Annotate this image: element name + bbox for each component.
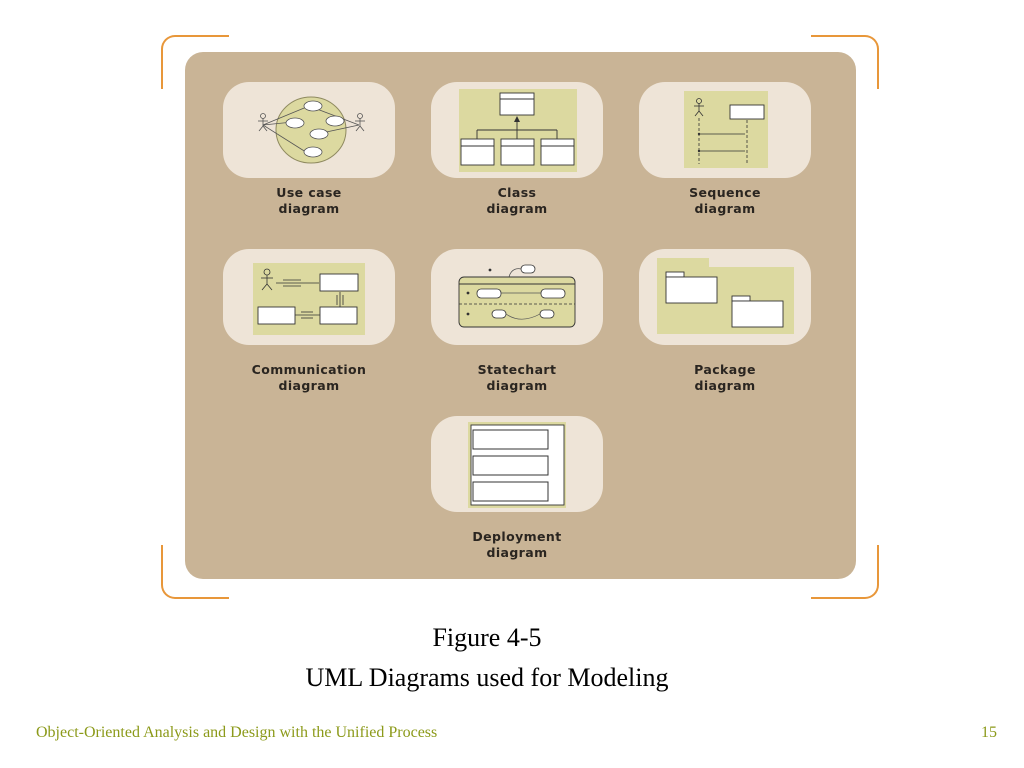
- corner-bracket-top-left: [161, 35, 229, 89]
- corner-bracket-bottom-right: [811, 545, 879, 599]
- footer-course-title: Object-Oriented Analysis and Design with…: [36, 724, 438, 741]
- sequence-diagram-icon: [684, 91, 768, 168]
- corner-bracket-top-right: [811, 35, 879, 89]
- figure-title: UML Diagrams used for Modeling: [305, 663, 669, 692]
- sequence-diagram-tile: [639, 82, 811, 178]
- page-number: 15: [981, 724, 997, 741]
- communication-diagram-icon: [253, 263, 365, 335]
- figure-number: Figure 4-5: [432, 623, 542, 652]
- class-diagram-icon: [459, 89, 577, 172]
- deployment-diagram-icon: [468, 422, 566, 508]
- package-diagram-icon: [657, 258, 794, 334]
- corner-bracket-bottom-left: [161, 545, 229, 599]
- use-case-diagram-tile: [223, 82, 395, 178]
- deployment-diagram-tile: [431, 416, 603, 512]
- package-diagram-tile: [639, 249, 811, 345]
- class-diagram-tile: [431, 82, 603, 178]
- use-case-diagram-icon: [258, 96, 365, 164]
- statechart-diagram-tile: [431, 249, 603, 345]
- statechart-diagram-icon: [458, 264, 576, 328]
- communication-diagram-tile: [223, 249, 395, 345]
